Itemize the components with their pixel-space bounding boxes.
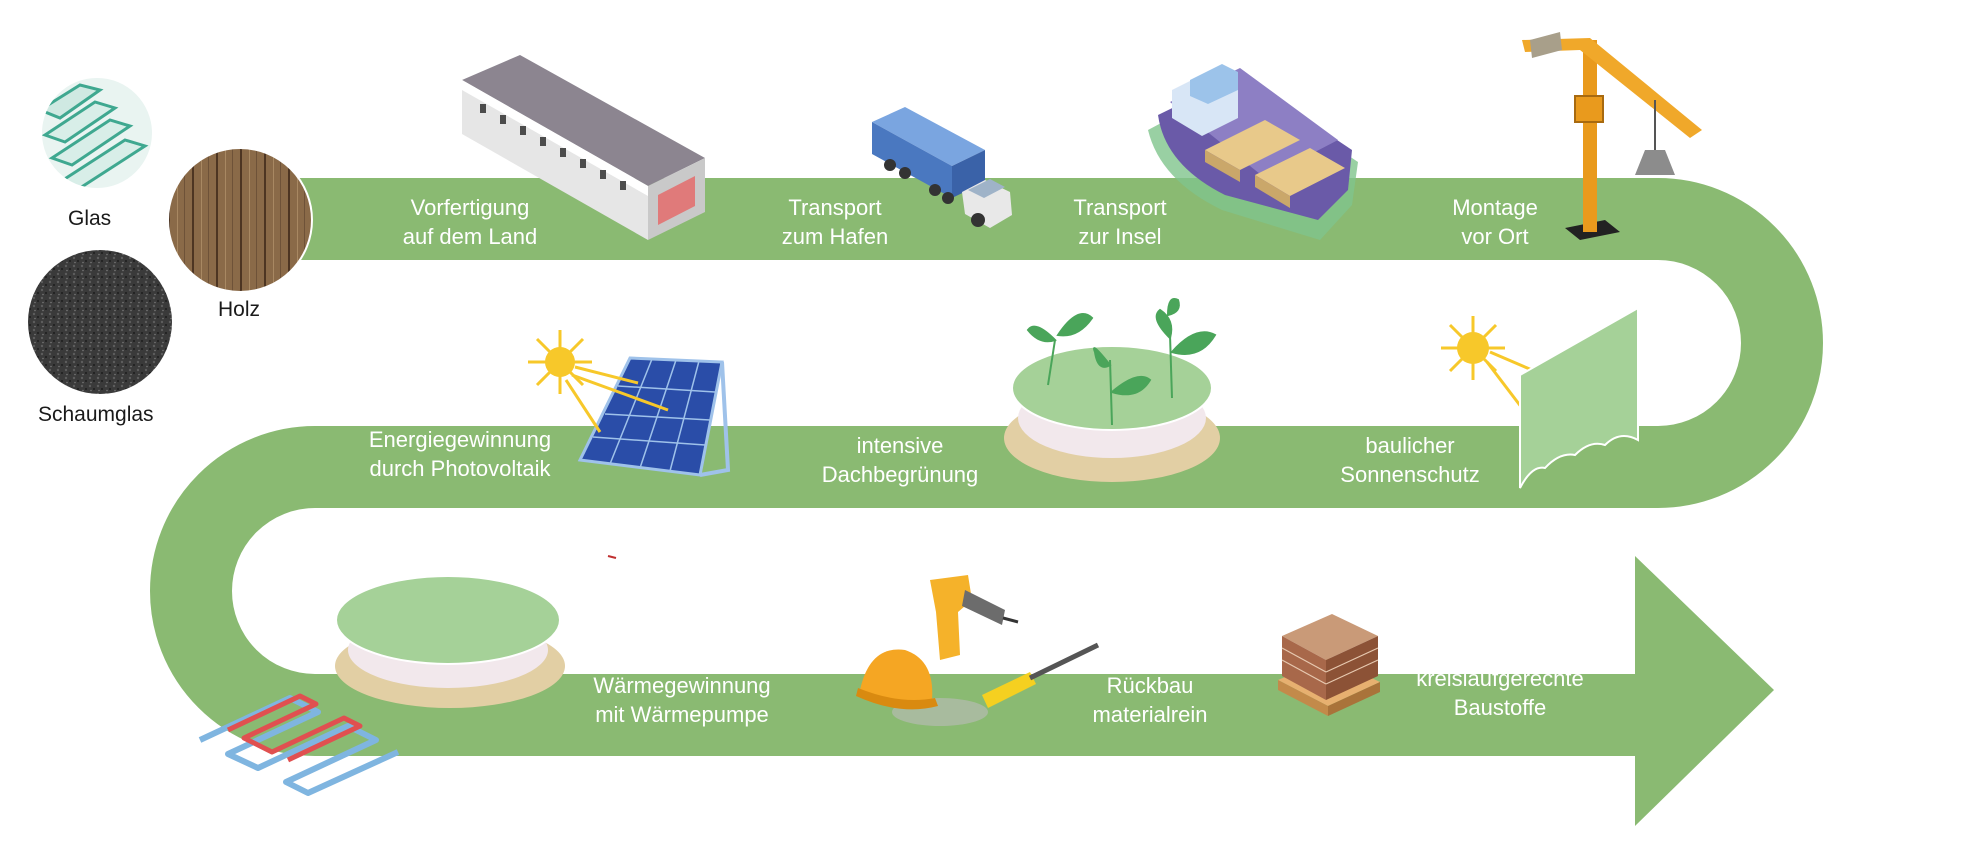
solar-panel-icon — [528, 330, 731, 477]
step-label-dachbegruenung: intensive Dachbegrünung — [800, 431, 1000, 489]
step-line: materialrein — [1092, 702, 1208, 727]
lifecycle-path — [150, 178, 1823, 756]
step-line: Montage — [1452, 195, 1538, 220]
step-label-montage: Montage vor Ort — [1420, 193, 1570, 251]
step-line: Transport — [1073, 195, 1167, 220]
step-line: zur Insel — [1078, 224, 1162, 249]
crane-icon — [1522, 32, 1702, 240]
sun-shade-icon — [1441, 306, 1639, 489]
step-label-photovoltaik: Energiegewinnung durch Photovoltaik — [340, 425, 580, 483]
step-line: durch Photovoltaik — [369, 456, 551, 481]
step-label-vorfertigung: Vorfertigung auf dem Land — [380, 193, 560, 251]
step-label-baustoffe: kreislaufgerechte Baustoffe — [1395, 664, 1605, 722]
step-line: Sonnenschutz — [1340, 462, 1480, 487]
step-line: baulicher — [1365, 433, 1455, 458]
glass-sample-icon — [42, 78, 152, 188]
step-line: Energiegewinnung — [368, 427, 552, 452]
heat-pump-icon — [198, 575, 565, 796]
demolition-tools-icon — [856, 575, 1100, 726]
step-line: mit Wärmepumpe — [595, 702, 769, 727]
step-line: Dachbegrünung — [821, 462, 979, 487]
brick-pallet-icon — [1278, 614, 1380, 716]
step-line: auf dem Land — [402, 224, 538, 249]
path-arrowhead — [1635, 556, 1774, 826]
step-line: Wärmegewinnung — [593, 673, 771, 698]
step-line: intensive — [856, 433, 944, 458]
truck-icon — [872, 107, 1012, 228]
step-label-transport-hafen: Transport zum Hafen — [750, 193, 920, 251]
material-label-schaumglas: Schaumglas — [38, 403, 154, 426]
step-label-waermepumpe: Wärmegewinnung mit Wärmepumpe — [572, 671, 792, 729]
step-line: Vorfertigung — [410, 195, 530, 220]
step-label-transport-insel: Transport zur Insel — [1040, 193, 1200, 251]
wood-sample-icon — [167, 147, 313, 293]
step-label-rueckbau: Rückbau materialrein — [1065, 671, 1235, 729]
step-line: zum Hafen — [781, 224, 889, 249]
step-line: kreislaufgerechte — [1416, 666, 1584, 691]
material-label-holz: Holz — [218, 298, 261, 321]
step-line: Transport — [788, 195, 882, 220]
small-red-mark — [607, 555, 617, 559]
factory-icon — [462, 55, 705, 240]
material-label-glas: Glas — [68, 207, 112, 230]
foam-glass-sample-icon — [28, 250, 172, 394]
step-line: vor Ort — [1461, 224, 1529, 249]
step-line: Rückbau — [1106, 673, 1194, 698]
ship-icon — [1148, 64, 1358, 240]
green-roof-icon — [1004, 298, 1220, 482]
step-line: Baustoffe — [1453, 695, 1547, 720]
step-label-sonnenschutz: baulicher Sonnenschutz — [1310, 431, 1510, 489]
